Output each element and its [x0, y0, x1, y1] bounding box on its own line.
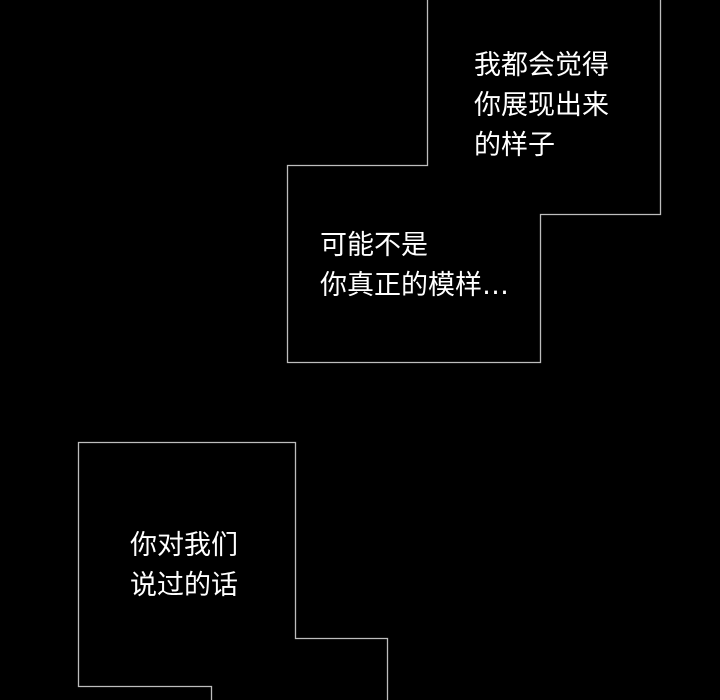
caption-line: 你展现出来	[474, 90, 609, 121]
caption-bottom-left: 你对我们 说过的话	[130, 526, 238, 606]
frame-bottom	[77, 441, 389, 700]
caption-line: 可能不是	[320, 230, 428, 261]
caption-top-right: 我都会觉得 你展现出来 的样子	[474, 46, 609, 166]
frame-top	[286, 0, 662, 364]
caption-line: 你对我们	[130, 530, 238, 561]
caption-line: 你真正的模样…	[320, 270, 509, 301]
caption-line: 说过的话	[130, 570, 238, 601]
caption-line: 的样子	[474, 130, 555, 161]
caption-line: 我都会觉得	[474, 50, 609, 81]
caption-middle: 可能不是 你真正的模样…	[320, 226, 509, 306]
